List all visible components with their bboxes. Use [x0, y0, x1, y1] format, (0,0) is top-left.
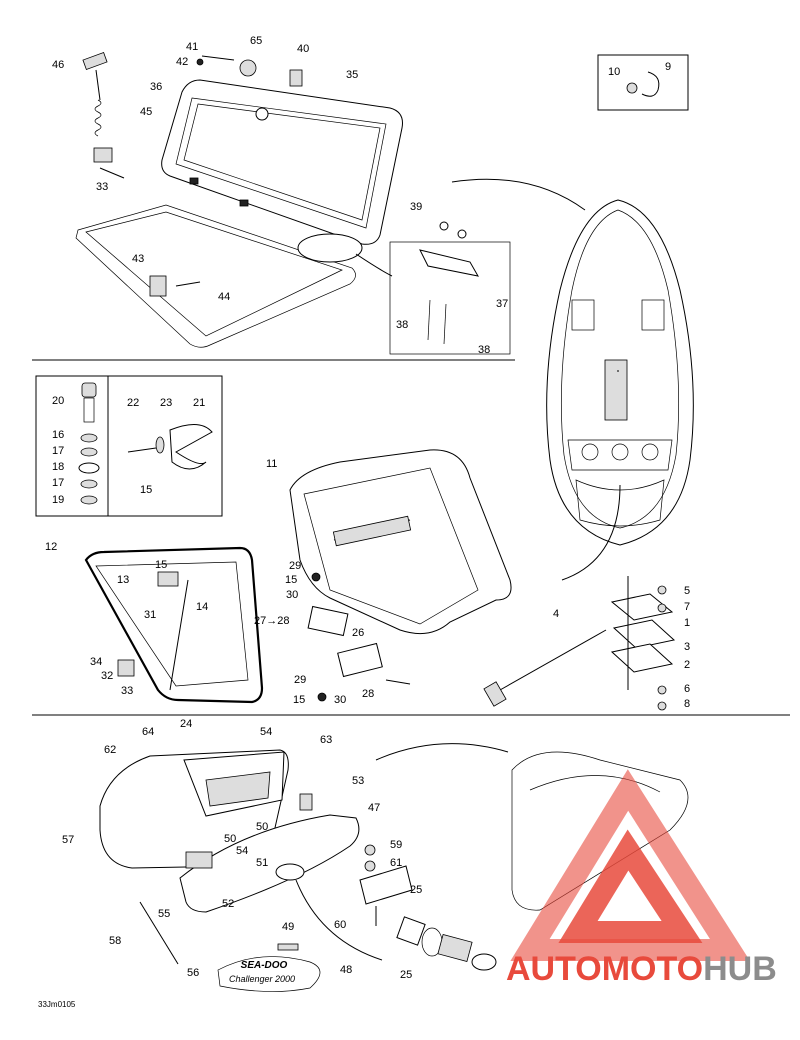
callout-23: 23	[160, 397, 172, 409]
callout-65: 65	[250, 35, 262, 47]
callout-15: 15	[140, 484, 152, 496]
watermark-triangle	[510, 769, 751, 961]
callout-44: 44	[218, 291, 230, 303]
watermark-moto: MOTO	[602, 950, 703, 988]
callout-5: 5	[684, 585, 690, 597]
callout-31: 31	[144, 609, 156, 621]
callout-2728: 27→28	[254, 615, 289, 627]
callout-11: 11	[266, 458, 277, 470]
callout-63: 63	[320, 734, 332, 746]
callout-57: 57	[62, 834, 74, 846]
callout-50: 50	[224, 833, 236, 845]
callout-58: 58	[109, 935, 121, 947]
callout-56: 56	[187, 967, 199, 979]
callout-6: 6	[684, 683, 690, 695]
callout-15: 15	[293, 694, 305, 706]
callout-62: 62	[104, 744, 116, 756]
watermark: AUTOMOTOHUB	[506, 769, 777, 988]
callout-7: 7	[684, 601, 690, 613]
callout-45: 45	[140, 106, 152, 118]
callout-18: 18	[52, 461, 64, 473]
callout-19: 19	[52, 494, 64, 506]
callout-30: 30	[334, 694, 346, 706]
callout-20: 20	[52, 395, 64, 407]
callout-50: 50	[256, 821, 268, 833]
callout-55: 55	[158, 908, 170, 920]
callout-47: 47	[368, 802, 380, 814]
callout-17: 17	[52, 445, 64, 457]
callout-52: 52	[222, 898, 234, 910]
storage-bin-assembly	[35, 375, 676, 711]
hull-top-view	[451, 178, 694, 581]
storage-lid-assembly	[75, 52, 689, 355]
callout-38: 38	[396, 319, 408, 331]
callout-1: 1	[684, 617, 690, 629]
callout-42: 42	[176, 56, 188, 68]
watermark-hub: HUB	[703, 950, 777, 988]
callout-8: 8	[684, 698, 690, 710]
callout-2: 2	[684, 659, 690, 671]
callout-17: 17	[52, 477, 64, 489]
callout-32: 32	[101, 670, 113, 682]
emblem-brand: SEA-DOO	[241, 960, 288, 971]
callout-25: 25	[410, 884, 422, 896]
callout-61: 61	[390, 857, 402, 869]
callout-30: 30	[286, 589, 298, 601]
callout-26: 26	[352, 627, 364, 639]
svg-text:AUTOMOTOHUB: AUTOMOTOHUB	[506, 950, 777, 988]
callout-41: 41	[186, 41, 198, 53]
watermark-auto: AUTO	[506, 950, 602, 988]
callout-29: 29	[289, 560, 301, 572]
callout-12: 12	[45, 541, 57, 553]
callout-36: 36	[150, 81, 162, 93]
callout-53: 53	[352, 775, 364, 787]
callout-28: 28	[362, 688, 374, 700]
callout-35: 35	[346, 69, 358, 81]
callout-13: 13	[117, 574, 129, 586]
callout-33: 33	[96, 181, 108, 193]
callout-9: 9	[665, 61, 671, 73]
callout-3: 3	[684, 641, 690, 653]
callout-40: 40	[297, 43, 309, 55]
callout-34: 34	[90, 656, 102, 668]
callout-49: 49	[282, 921, 294, 933]
diagram-code: 33Jm0105	[38, 1000, 76, 1009]
callout-59: 59	[390, 839, 402, 851]
callout-48: 48	[340, 964, 352, 976]
callout-15: 15	[285, 574, 297, 586]
callout-60: 60	[334, 919, 346, 931]
callout-43: 43	[132, 253, 144, 265]
callout-33: 33	[121, 685, 133, 697]
callout-24: 24	[180, 718, 192, 730]
callout-39: 39	[410, 201, 422, 213]
callout-15: 15	[155, 559, 167, 571]
callout-16: 16	[52, 429, 64, 441]
callout-25: 25	[400, 969, 412, 981]
emblem-model: Challenger 2000	[229, 974, 295, 984]
callout-21: 21	[193, 397, 205, 409]
callout-10: 10	[608, 66, 620, 78]
callout-22: 22	[127, 397, 139, 409]
callout-51: 51	[256, 857, 268, 869]
callout-46: 46	[52, 59, 64, 71]
glove-box-assembly: SEA-DOO Challenger 2000	[99, 743, 689, 992]
callout-4: 4	[553, 608, 559, 620]
callout-38: 38	[478, 344, 490, 356]
callout-37: 37	[496, 298, 508, 310]
callout-64: 64	[142, 726, 154, 738]
callout-54: 54	[260, 726, 272, 738]
callout-14: 14	[196, 601, 208, 613]
callout-54: 54	[236, 845, 248, 857]
section-dividers	[32, 359, 790, 716]
callout-29: 29	[294, 674, 306, 686]
